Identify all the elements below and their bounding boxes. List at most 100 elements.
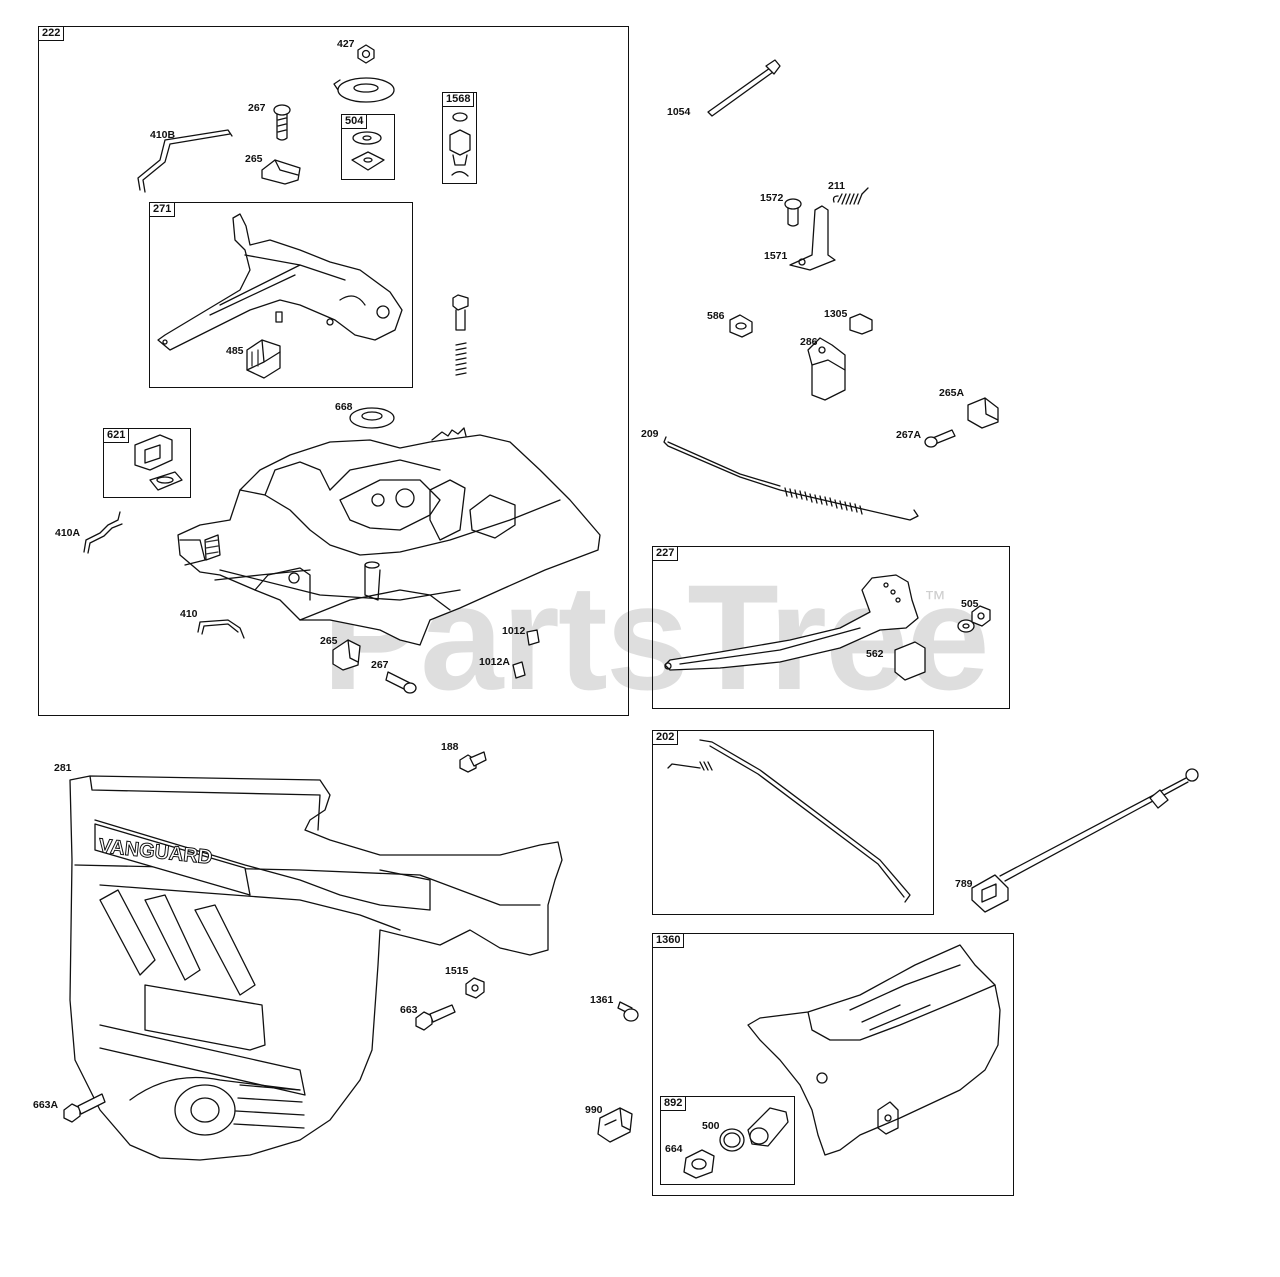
part-1360-housing [748,945,1000,1155]
callout-1012: 1012 [502,625,526,637]
box-621: 621 [103,428,191,498]
callout-281: 281 [54,762,72,774]
callout-209: 209 [641,428,659,440]
box-271-tag: 271 [149,202,176,217]
callout-663A: 663A [33,1099,59,1111]
part-562-block [895,642,925,680]
part-410A-rod [84,512,120,552]
callout-562: 562 [866,648,884,660]
callout-1572: 1572 [760,192,784,204]
part-265A-clip [968,398,998,428]
box-892-tag: 892 [660,1096,687,1111]
box-222-tag: 222 [38,26,65,41]
part-209-rod [664,437,918,520]
part-1571-bracket [790,206,835,270]
callout-265A: 265A [939,387,965,399]
part-410-rod [198,620,244,638]
part-286-bracket [808,338,845,400]
part-504-washers [352,132,384,170]
callout-265-bottom: 265 [320,635,338,647]
part-410B-rod [138,130,232,190]
callout-990: 990 [585,1104,603,1116]
callout-485: 485 [226,345,244,357]
box-227-tag: 227 [652,546,679,561]
callout-1012A: 1012A [479,656,510,668]
part-621-bracket [135,435,182,490]
part-1515-nut [466,978,484,998]
callout-1361: 1361 [590,994,614,1006]
callout-188: 188 [441,741,459,753]
box-202-tag: 202 [652,730,679,745]
callout-586: 586 [707,310,725,322]
part-267-screw-bottom [386,672,416,693]
part-spring-small [432,428,466,440]
part-1572-bolt [785,199,801,226]
box-1568-tag: 1568 [442,92,475,107]
callout-500: 500 [702,1120,720,1132]
part-265-clip-top [262,160,300,184]
part-668-grommet [350,408,394,428]
part-267-screw-top [274,105,290,140]
box-892: 892 [660,1096,795,1185]
box-621-tag: 621 [103,428,130,443]
part-427-washer [334,78,394,102]
callout-267A: 267A [896,429,922,441]
part-bolt-spring [453,295,468,375]
part-governor-housing [178,435,600,645]
part-1568-fitting [450,113,470,176]
part-990-connector [598,1108,632,1142]
callout-1515: 1515 [445,965,469,977]
part-663A-bolt [64,1094,105,1122]
callout-286: 286 [800,336,818,348]
part-271-stud [276,312,282,322]
callout-267: 267 [248,102,266,114]
trademark-symbol: ™ [924,586,946,611]
box-504: 504 [341,114,395,180]
box-222: 222 [38,26,629,716]
callout-668: 668 [335,401,353,413]
part-892-switch [684,1108,788,1178]
callout-410B: 410B [150,129,176,141]
part-211-spring [838,194,862,204]
callout-1054: 1054 [667,106,691,118]
part-789-harness [972,769,1198,912]
callout-789: 789 [955,878,973,890]
box-227: 227 [652,546,1010,709]
part-1054-cable-tie [708,60,780,116]
part-188-bolt [460,752,486,772]
part-485-clip [247,340,280,378]
part-1012A-fitting [513,662,525,678]
part-1305-fitting [850,314,872,334]
box-1568: 1568 [442,92,477,184]
callout-664: 664 [665,1143,683,1155]
callout-410: 410 [180,608,198,620]
part-663-bolt [416,1005,455,1030]
callout-211: 211 [828,180,845,192]
box-271: 271 [149,202,413,388]
part-1361-bolt [618,1002,638,1021]
part-271-bracket [158,214,402,350]
callout-505: 505 [961,598,979,610]
part-265-clip-bottom [333,640,360,670]
part-1012-fitting [527,630,539,645]
part-427-nut [358,45,374,63]
box-1360: 1360 [652,933,1014,1196]
part-202-rod [668,740,910,902]
part-586-fitting [730,315,752,337]
callout-663: 663 [400,1004,418,1016]
part-281-shroud [70,776,562,1160]
callout-265: 265 [245,153,263,165]
box-202: 202 [652,730,934,915]
part-227-lever [665,575,918,670]
box-504-tag: 504 [341,114,368,129]
callout-1305: 1305 [824,308,848,320]
callout-1571: 1571 [764,250,788,262]
box-1360-tag: 1360 [652,933,685,948]
callout-410A: 410A [55,527,81,539]
callout-427: 427 [337,38,355,50]
callout-267-bottom: 267 [371,659,389,671]
part-505-nut [958,606,990,632]
part-267A-screw [925,430,955,447]
